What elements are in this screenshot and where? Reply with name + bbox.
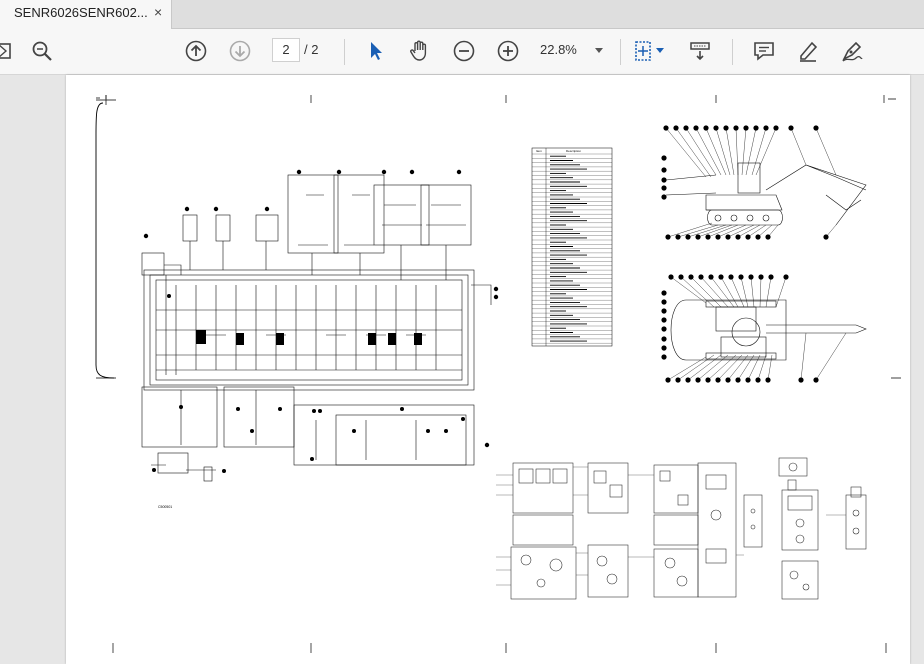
tab-close-icon[interactable]: × [154,4,163,20]
valve-drawings [510,457,867,600]
page-total: / 2 [304,42,319,57]
sign-icon[interactable] [838,37,866,65]
search-icon[interactable] [28,37,56,65]
page-number-input[interactable]: 2 [272,38,300,62]
document-tab[interactable]: SENR6026SENR602... × [0,0,172,29]
zoom-select[interactable]: 22.8% [540,42,577,57]
toolbar-divider [732,39,733,65]
fit-page-icon[interactable] [630,37,658,65]
schematic-drawing: C500501 Item Description [95,95,901,653]
zoom-in-icon[interactable] [494,37,522,65]
toolbar-divider [344,39,345,65]
fit-dropdown-icon[interactable] [656,48,664,53]
page-down-icon[interactable] [226,37,254,65]
zoom-dropdown-icon[interactable] [595,48,603,53]
table-header-item: Item [536,149,542,153]
page-up-icon[interactable] [182,37,210,65]
pdf-toolbar: 2 / 2 22.8% [0,29,924,75]
figure-code: C500501 [158,505,172,509]
highlight-pen-icon[interactable] [794,37,822,65]
scroll-mode-icon[interactable] [686,37,714,65]
comment-icon[interactable] [750,37,778,65]
item-table: Item Description [531,147,613,347]
toolbar-divider [620,39,621,65]
zoom-out-icon[interactable] [450,37,478,65]
tab-bar: SENR6026SENR602... × [0,0,924,29]
excavator-top-view [670,299,867,361]
pdf-page: C500501 Item Description [66,75,910,664]
excavator-side-view [665,162,867,226]
hand-icon[interactable] [405,37,433,65]
sidebar-icon[interactable] [0,37,22,65]
tab-title: SENR6026SENR602... [14,5,148,20]
table-header-description: Description [566,149,581,153]
select-cursor-icon[interactable] [362,37,390,65]
